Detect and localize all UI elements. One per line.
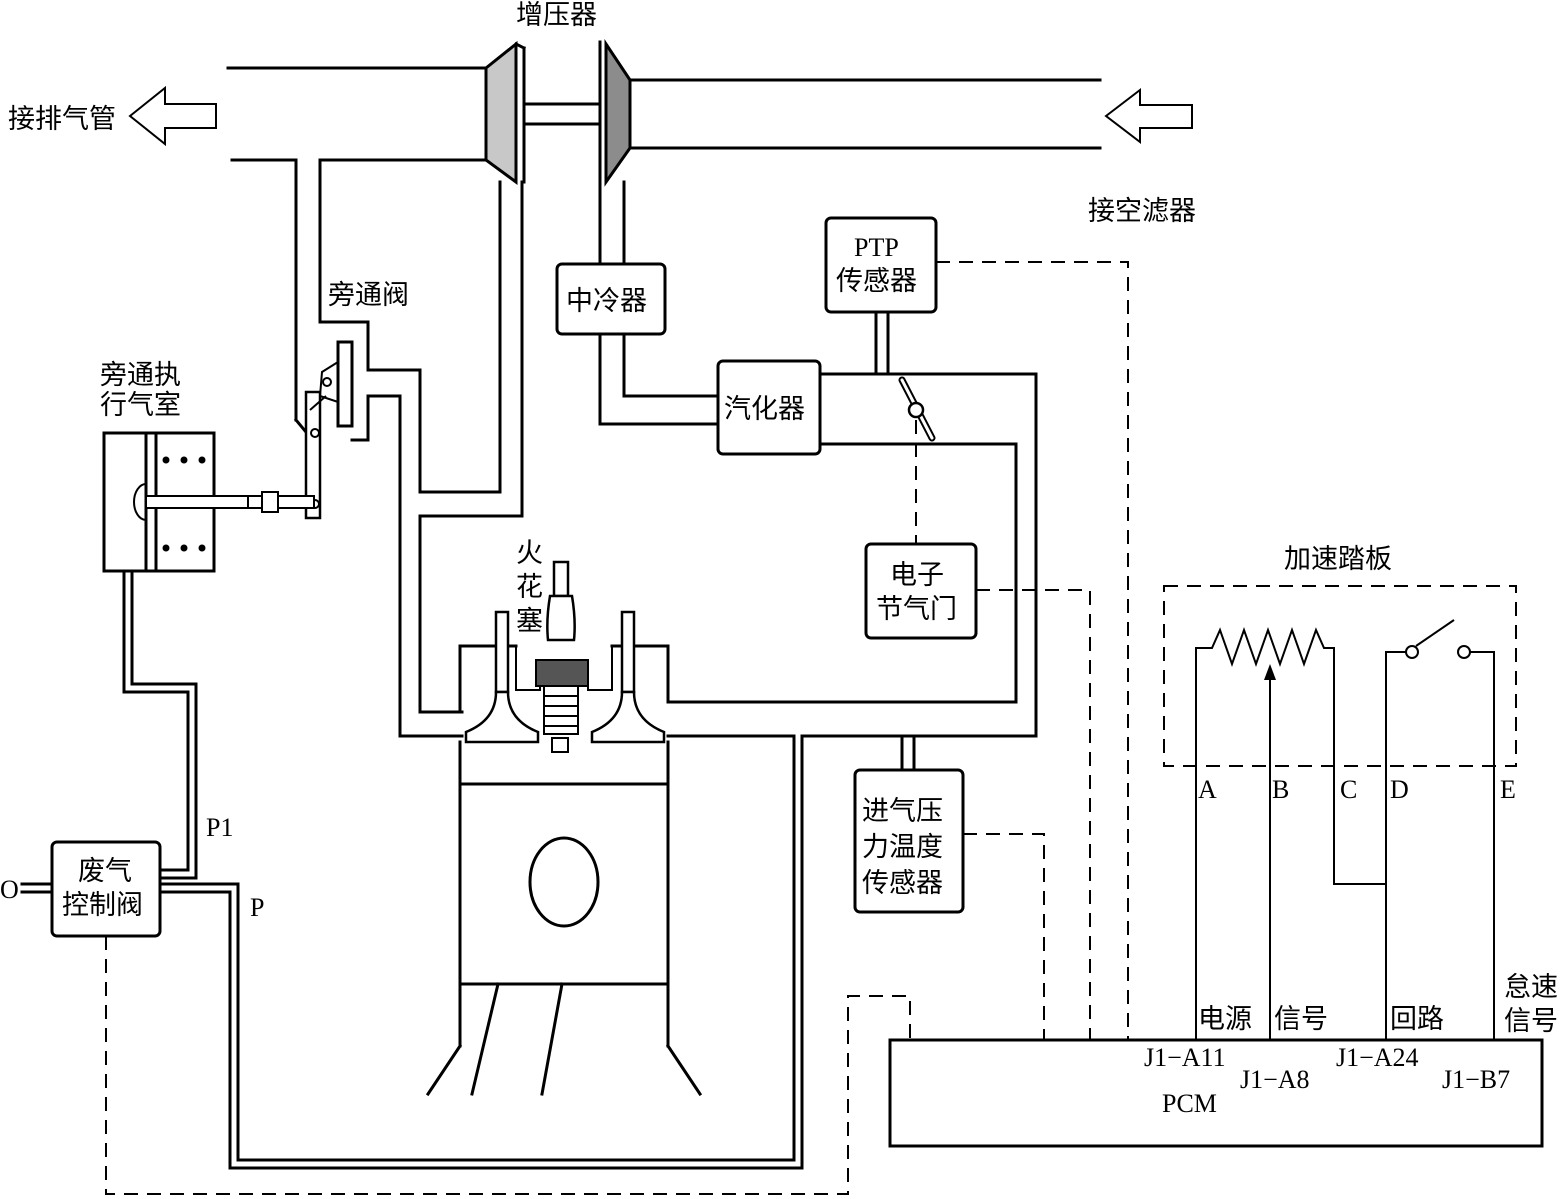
pin-c-label: C (1340, 775, 1357, 804)
bypass-valve-label: 旁通阀 (328, 280, 409, 311)
spark-plug-label-2: 花 (516, 572, 543, 603)
pedal-label: 加速踏板 (1284, 544, 1392, 575)
pedal-potentiometer-icon (1195, 626, 1386, 1040)
sig-signal-label: 信号 (1274, 1004, 1328, 1035)
wastegate-label-1: 废气 (78, 856, 132, 887)
spark-plug-label-3: 塞 (516, 606, 543, 637)
intercooler-ducts (598, 180, 720, 426)
sig-power-label: 电源 (1198, 1004, 1252, 1035)
turbine-passage (366, 180, 524, 738)
map-sensor-label-2: 力温度 (862, 832, 943, 863)
compressor-wheel (598, 39, 632, 187)
sig-idle-label-1: 怠速 (1504, 972, 1558, 1003)
port-p-label: P (250, 893, 264, 922)
cylinder-block (425, 740, 703, 1097)
pin-b-label: B (1272, 775, 1289, 804)
carburetor-label: 汽化器 (724, 394, 805, 425)
to-air-filter-label: 接空滤器 (1088, 196, 1196, 227)
electronic-throttle-label-2: 节气门 (876, 594, 957, 625)
ptp-sensor-label-1: PTP (854, 233, 899, 262)
signal-wires (105, 261, 1129, 1195)
pcm-box (888, 1038, 1544, 1148)
intake-arrow-icon (1104, 87, 1193, 145)
ptp-sensor-stem (874, 310, 890, 376)
pcm-label: PCM (1162, 1089, 1217, 1118)
wastegate-port-o (20, 882, 54, 894)
bypass-actuator-label-1: 旁通执 (100, 360, 181, 391)
bypass-actuator (102, 431, 315, 573)
sig-idle-label-2: 信号 (1504, 1006, 1558, 1037)
pin-e-label: E (1500, 775, 1516, 804)
carburetor-box (716, 359, 822, 456)
port-o-label: O (0, 875, 19, 904)
bypass-channel (293, 158, 370, 442)
bypass-valve (304, 340, 354, 520)
exhaust-pipe (226, 66, 486, 162)
bypass-actuator-label-2: 行气室 (100, 390, 181, 421)
ptp-sensor-box (824, 216, 938, 314)
port-p1-label: P1 (206, 813, 233, 842)
electronic-throttle-label-1: 电子 (890, 560, 944, 591)
intake-valve (464, 610, 540, 744)
exhaust-arrow-icon (128, 85, 217, 147)
spark-plug-label-1: 火 (516, 538, 543, 569)
map-sensor-box (853, 768, 965, 914)
pin-d-label: D (1390, 775, 1409, 804)
pin-a-label: A (1198, 775, 1217, 804)
pin-j1-a11-label: J1−A11 (1144, 1043, 1226, 1072)
intercooler-label: 中冷器 (566, 286, 647, 317)
ptp-sensor-label-2: 传感器 (836, 266, 917, 297)
pin-j1-a8-label: J1−A8 (1240, 1065, 1310, 1094)
spark-plug-icon (535, 560, 589, 753)
intake-pipe (630, 78, 1102, 150)
pin-j1-b7-label: J1−B7 (1442, 1065, 1510, 1094)
intercooler-box (555, 262, 667, 336)
pressure-line-p (158, 734, 804, 1170)
pedal-idle-switch-icon (1385, 619, 1495, 1040)
turbocharger-label: 增压器 (516, 0, 597, 31)
pin-j1-a24-label: J1−A24 (1336, 1043, 1419, 1072)
wastegate-label-2: 控制阀 (62, 890, 143, 921)
map-sensor-label-3: 传感器 (862, 868, 943, 899)
throttle-plate-icon (898, 376, 936, 442)
map-sensor-label-1: 进气压 (862, 796, 943, 827)
exhaust-valve (590, 610, 666, 744)
turbo-shaft (522, 102, 602, 126)
to-exhaust-label: 接排气管 (8, 104, 116, 135)
turbine-wheel (484, 40, 527, 185)
sig-return-label: 回路 (1390, 1004, 1444, 1035)
actuator-hose (122, 569, 198, 880)
map-sensor-stem (900, 734, 916, 772)
intake-manifold (398, 372, 1038, 738)
pedal-box (1163, 585, 1517, 767)
